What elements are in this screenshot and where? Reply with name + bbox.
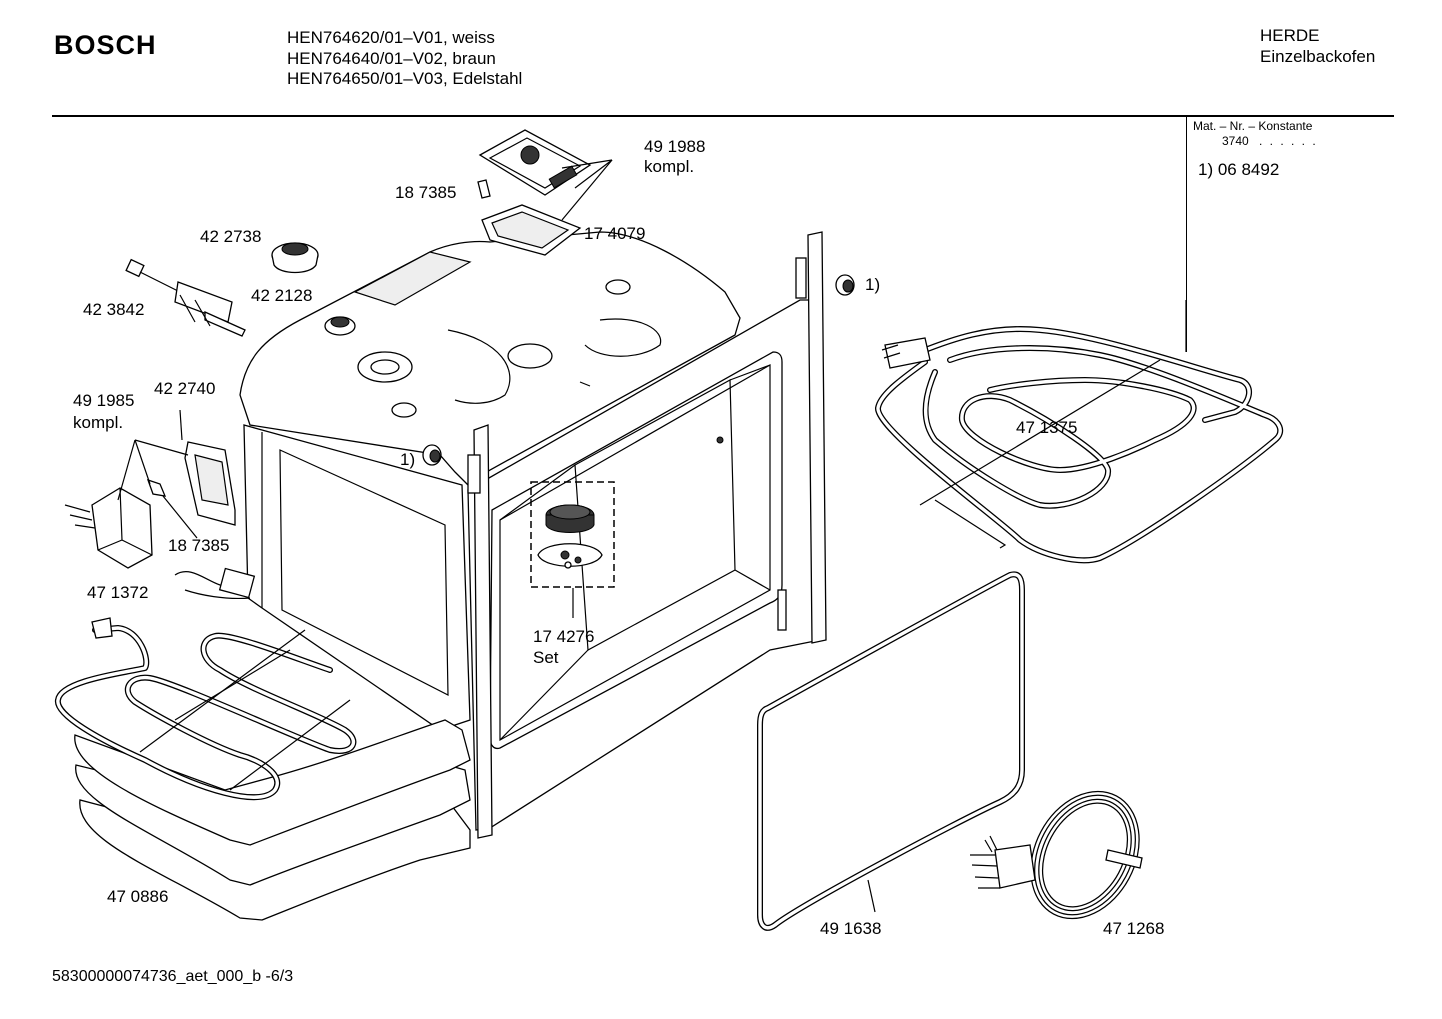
category-line: HERDE	[1260, 26, 1320, 45]
part-label-sub: kompl.	[73, 413, 123, 432]
temperature-sensor	[125, 258, 246, 337]
lower-connector	[174, 567, 256, 600]
header-divider	[52, 115, 1394, 117]
part-label: 47 1375	[1016, 418, 1077, 437]
part-label: 49 1638	[820, 919, 881, 938]
part-label: 1)	[400, 450, 415, 469]
material-footnote: 1) 06 8492	[1198, 160, 1280, 179]
material-box-divider	[1186, 117, 1187, 352]
door-seal	[757, 571, 1025, 931]
ring-heater	[970, 790, 1143, 920]
part-label: 42 2738	[200, 227, 261, 246]
part-label: 42 2128	[251, 286, 312, 305]
part-label-sub: Set	[533, 648, 559, 667]
model-line: HEN764650/01–V03, Edelstahl	[287, 69, 523, 88]
material-constant: 3740	[1222, 134, 1249, 148]
part-label: 49 1988	[644, 137, 705, 156]
part-label: 47 1268	[1103, 919, 1164, 938]
category-line: Einzelbackofen	[1260, 46, 1376, 66]
part-label: 1)	[865, 275, 880, 294]
part-label: 17 4079	[584, 224, 645, 243]
material-dots: . . . . . .	[1259, 134, 1318, 148]
part-label: 42 2740	[154, 379, 215, 398]
bosch-logo: BOSCH	[54, 30, 157, 60]
top-plate-assembly	[477, 129, 613, 256]
fan-cap	[271, 242, 319, 274]
part-label: 18 7385	[168, 536, 229, 555]
part-label: 17 4276	[533, 627, 594, 646]
fan-set	[530, 481, 615, 618]
part-label: 47 1372	[87, 583, 148, 602]
part-label: 18 7385	[395, 183, 456, 202]
oven-housing	[239, 231, 741, 731]
model-line: HEN764640/01–V02, braun	[287, 48, 496, 68]
part-label: 47 0886	[107, 887, 168, 906]
document-id: 58300000074736_aet_000_b -6/3	[52, 968, 294, 985]
insulation-mat	[74, 719, 471, 921]
bottom-heater	[55, 617, 357, 801]
model-list: HEN764620/01–V01, weiss HEN764640/01–V02…	[287, 28, 522, 90]
part-label: 49 1985	[73, 391, 134, 410]
lamp-assembly	[64, 409, 236, 569]
material-number-label: Mat. – Nr. – Konstante	[1193, 119, 1313, 133]
part-label-sub: kompl.	[644, 157, 694, 176]
small-caps	[422, 274, 855, 466]
oven-front-frame	[467, 231, 827, 839]
model-line: HEN764620/01–V01, weiss	[287, 28, 495, 47]
product-category: HERDE Einzelbackofen	[1260, 26, 1375, 67]
top-grill-heater	[875, 326, 1284, 564]
part-label: 42 3842	[83, 300, 144, 319]
